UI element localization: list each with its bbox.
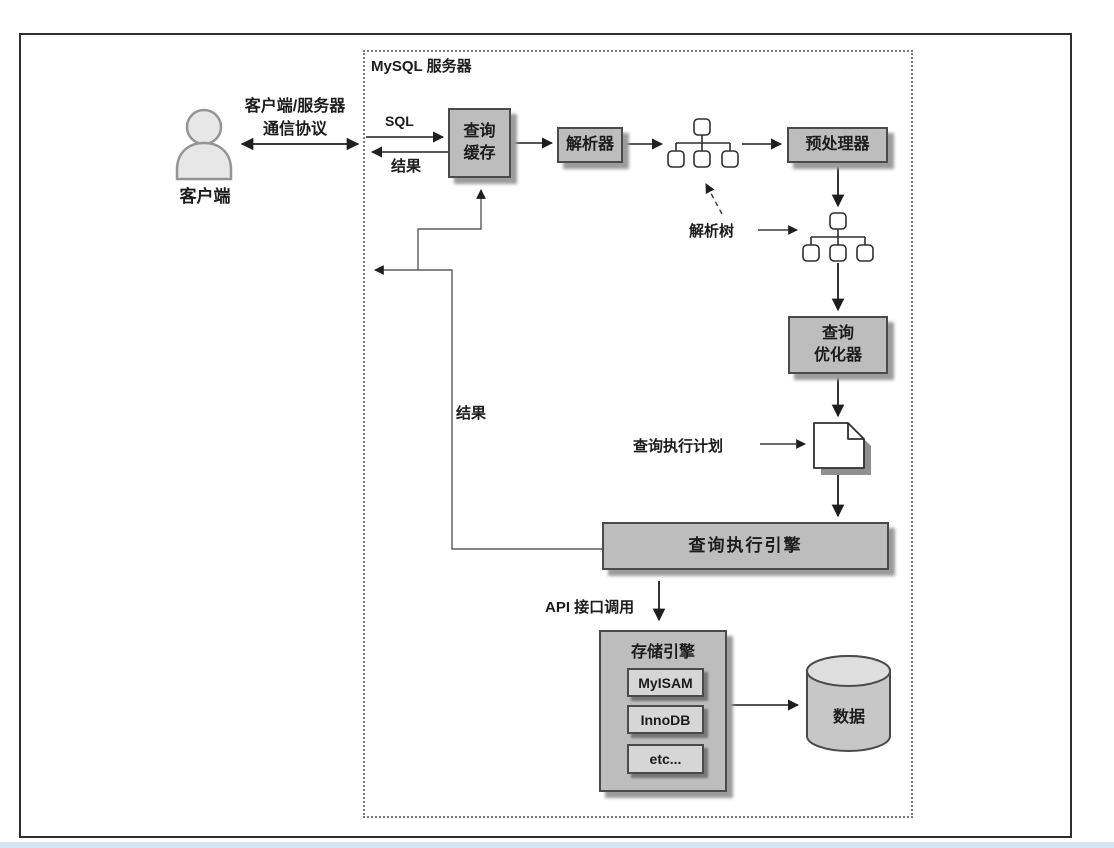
data-label: 数据 (832, 709, 865, 726)
parser-label: 解析器 (565, 136, 614, 154)
query-cache-label-line1: 查询 (463, 123, 496, 141)
result-return-path (374, 265, 602, 550)
parse-tree-dashed-arrow (705, 183, 723, 215)
parser-box: 解析器 (557, 127, 623, 163)
parse-tree-icon-1 (667, 118, 739, 168)
sql-label: SQL (385, 113, 414, 129)
result-to-cache-path (417, 189, 486, 270)
mysql-server-boundary (363, 50, 913, 818)
protocol-label: 客户端/服务器 通信协议 (226, 95, 364, 141)
mysql-server-label: MySQL 服务器 (371, 58, 472, 75)
query-execution-engine-box: 查询执行引擎 (602, 522, 889, 570)
engine-etc-label: etc... (649, 751, 682, 767)
optimizer-label-line2: 优化器 (813, 347, 862, 364)
engine-myisam-label: MyISAM (638, 674, 693, 691)
protocol-label-line2: 通信协议 (262, 121, 327, 138)
engine-innodb-box: InnoDB (627, 705, 704, 734)
preprocessor-box: 预处理器 (787, 127, 888, 163)
protocol-label-line1: 客户端/服务器 (244, 98, 346, 115)
query-plan-document-icon (813, 422, 871, 475)
engine-innodb-label: InnoDB (640, 711, 691, 728)
result-return-label: 结果 (456, 405, 487, 422)
storage-engine-label: 存储引擎 (630, 644, 695, 661)
parse-tree-icon-2 (802, 212, 874, 262)
exec-engine-label: 查询执行引擎 (688, 535, 803, 555)
bottom-accent-strip (0, 842, 1114, 848)
query-cache-label-line2: 缓存 (463, 145, 496, 162)
client-label: 客户端 (179, 187, 231, 206)
query-plan-label: 查询执行计划 (633, 438, 724, 455)
parse-tree-label: 解析树 (689, 223, 735, 240)
engine-etc-box: etc... (627, 744, 704, 774)
optimizer-label-line1: 查询 (821, 325, 854, 343)
storage-engine-box: 存储引擎 MyISAM InnoDB etc... (599, 630, 727, 792)
database-cylinder-icon (806, 655, 891, 752)
figure-frame (19, 33, 1072, 838)
preprocessor-label: 预处理器 (805, 136, 870, 154)
api-call-label: API 接口调用 (545, 599, 635, 616)
result-top-label: 结果 (391, 158, 422, 175)
query-optimizer-box: 查询 优化器 (788, 316, 888, 374)
query-cache-box: 查询 缓存 (448, 108, 511, 178)
engine-myisam-box: MyISAM (627, 668, 704, 697)
client-person-icon (175, 108, 233, 181)
